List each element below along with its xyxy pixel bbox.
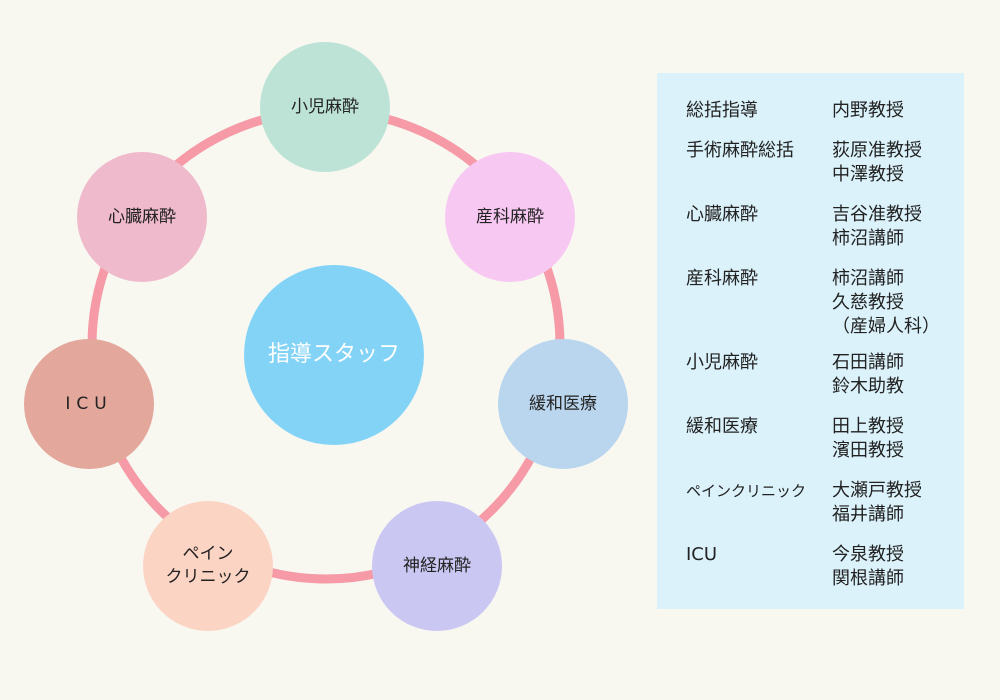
- staff-row-dept: ペインクリニック: [686, 482, 807, 500]
- node-label: 神経麻酔: [403, 555, 471, 576]
- node-icu[interactable]: ICU: [24, 339, 154, 469]
- node-label: ICU: [65, 393, 113, 414]
- staff-row-dept: 緩和医療: [686, 416, 758, 437]
- node-label: 産科麻酔: [476, 206, 544, 227]
- staff-row-dept: 小児麻酔: [686, 352, 758, 373]
- node-label: ペイン クリニック: [165, 544, 251, 587]
- staff-row-dept: 手術麻酔総括: [686, 140, 794, 161]
- staff-row-names: 荻原准教授 中澤教授: [832, 140, 922, 185]
- node-neuro-anesthesia[interactable]: 神経麻酔: [372, 501, 502, 631]
- staff-row-dept: 総括指導: [686, 100, 758, 121]
- staff-row-names: 内野教授: [832, 100, 904, 121]
- staff-row-names: 田上教授 濱田教授: [832, 416, 904, 461]
- staff-row-names: 石田講師 鈴木助教: [832, 352, 904, 397]
- node-palliative-care[interactable]: 緩和医療: [498, 339, 628, 469]
- staff-row-dept: 産科麻酔: [686, 268, 758, 289]
- node-pain-clinic[interactable]: ペイン クリニック: [143, 501, 273, 631]
- staff-row-names: 吉谷准教授 柿沼講師: [832, 204, 922, 249]
- node-label: 小児麻酔: [291, 96, 359, 117]
- center-node-label: 指導スタッフ: [267, 342, 400, 368]
- staff-panel: 総括指導 内野教授 手術麻酔総括 荻原准教授 中澤教授 心臓麻酔 吉谷准教授 柿…: [657, 73, 964, 609]
- center-node-teaching-staff: 指導スタッフ: [244, 265, 424, 445]
- node-cardiac-anesthesia[interactable]: 心臓麻酔: [77, 152, 207, 282]
- staff-row-names: 今泉教授 関根講師: [832, 544, 904, 589]
- node-label: 緩和医療: [529, 393, 597, 414]
- node-pediatric-anesthesia[interactable]: 小児麻酔: [260, 42, 390, 172]
- staff-row-names: 大瀬戸教授 福井講師: [832, 480, 922, 525]
- staff-row-names: 柿沼講師 久慈教授 （産婦人科）: [832, 268, 940, 337]
- node-label: 心臓麻酔: [108, 206, 176, 227]
- staff-row-dept: 心臓麻酔: [686, 204, 758, 225]
- staff-row-dept: ICU: [686, 544, 718, 565]
- node-obstetric-anesthesia[interactable]: 産科麻酔: [445, 152, 575, 282]
